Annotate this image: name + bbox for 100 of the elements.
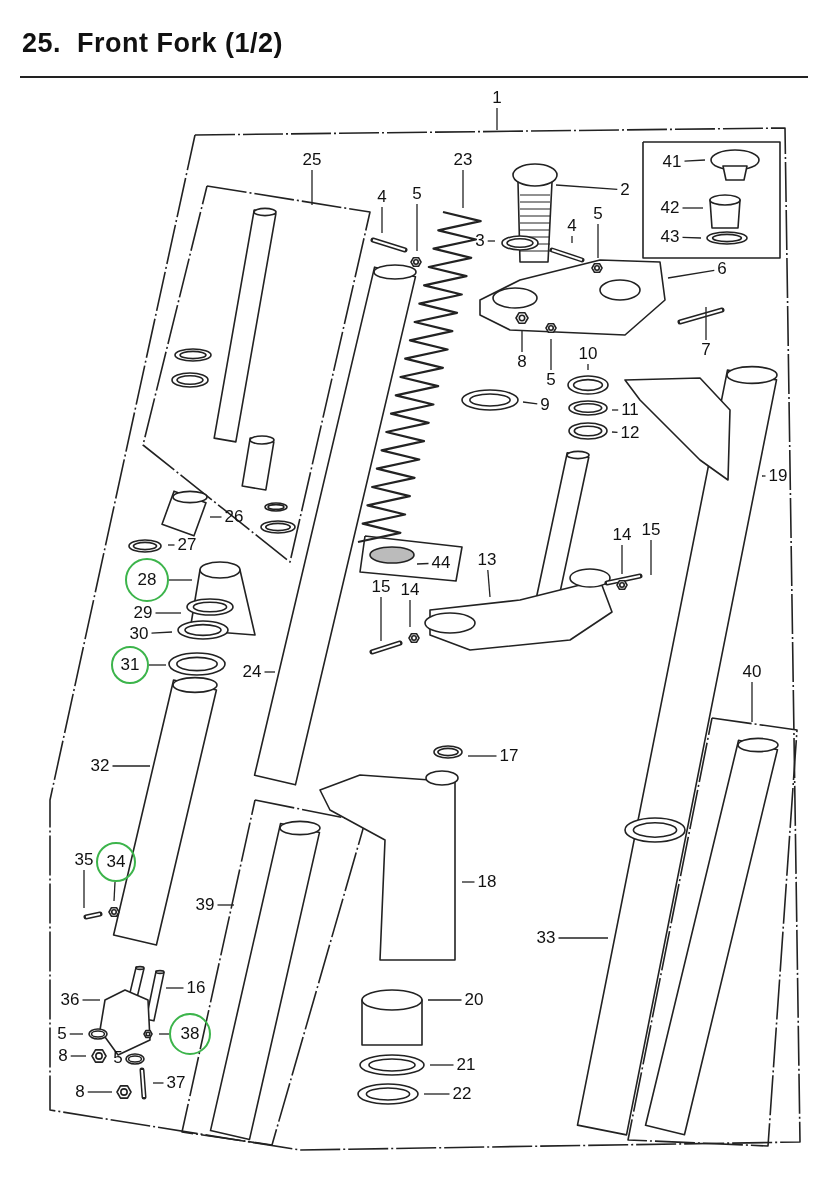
callout-number: 15 [370, 578, 392, 596]
callout-number: 14 [399, 581, 421, 599]
callout-number: 17 [498, 747, 520, 765]
leader-line [521, 329, 523, 353]
leader-line [381, 206, 383, 234]
leader-line [409, 599, 411, 628]
callout-number: 16 [185, 979, 207, 997]
leader-line [427, 999, 463, 1001]
callout-number: 38 [169, 1013, 211, 1055]
leader-line [380, 596, 382, 642]
leader-line [555, 184, 618, 191]
callout-number: 5 [592, 205, 604, 223]
leader-line [429, 1064, 455, 1066]
leader-line [751, 681, 753, 723]
leader-line [111, 765, 151, 767]
leader-line [681, 236, 702, 239]
callout-number: 29 [132, 604, 154, 622]
leader-line [209, 516, 223, 518]
leader-line [650, 539, 652, 576]
leader-line [152, 1082, 165, 1084]
callout-number: 8 [57, 1047, 69, 1065]
callout-number: 12 [619, 424, 641, 442]
callout-number: 3 [474, 232, 486, 250]
callout-number: 32 [89, 757, 111, 775]
leader-line [462, 169, 464, 209]
callout-number: 28 [125, 558, 169, 602]
callout-number: 20 [463, 991, 485, 1009]
callout-number: 24 [241, 663, 263, 681]
leader-line [148, 664, 167, 666]
callout-number: 42 [659, 199, 681, 217]
leader-line [611, 409, 619, 411]
callout-number: 35 [73, 851, 95, 869]
leader-line [165, 987, 185, 989]
callout-number: 43 [659, 228, 681, 246]
leader-line [70, 1055, 87, 1057]
callout-number: 1 [491, 89, 503, 107]
leader-line [597, 223, 599, 259]
callout-number: 10 [577, 345, 599, 363]
callout-number: 4 [566, 217, 578, 235]
leader-line [550, 338, 552, 371]
leader-line [467, 755, 498, 757]
leader-line [69, 1033, 84, 1035]
leader-line [311, 169, 313, 206]
leader-line [167, 544, 176, 546]
callout-number: 18 [476, 873, 498, 891]
leader-line [154, 612, 182, 614]
callout-number: 5 [411, 185, 423, 203]
callout-number: 4 [376, 188, 388, 206]
leader-line [416, 562, 430, 565]
callout-number: 5 [56, 1025, 68, 1043]
callout-number: 34 [96, 842, 136, 882]
leader-line [416, 203, 418, 252]
leader-line [216, 904, 235, 906]
leader-line [87, 1091, 113, 1093]
leader-line [113, 881, 116, 902]
callout-number: 23 [452, 151, 474, 169]
leader-line [683, 159, 706, 162]
callout-number: 2 [619, 181, 631, 199]
callout-number: 8 [74, 1083, 86, 1101]
callout-number: 37 [165, 1074, 187, 1092]
leader-line [487, 569, 491, 598]
leader-line [761, 475, 767, 477]
leader-line [522, 401, 538, 405]
callout-number: 30 [128, 625, 150, 643]
leader-line [681, 207, 704, 209]
leader-line [81, 999, 101, 1001]
callout-number: 9 [539, 396, 551, 414]
leader-line [461, 881, 476, 883]
callout-number: 5 [545, 371, 557, 389]
callout-number: 8 [516, 353, 528, 371]
callout-number: 13 [476, 551, 498, 569]
callout-number: 27 [176, 536, 198, 554]
callout-number: 14 [611, 526, 633, 544]
callout-number: 44 [430, 554, 452, 572]
callout-number: 41 [661, 153, 683, 171]
callout-number: 19 [767, 467, 789, 485]
leader-line [487, 240, 496, 242]
callout-number: 11 [620, 401, 640, 419]
callout-number: 5 [112, 1049, 124, 1067]
leader-line [150, 631, 173, 634]
leader-line [263, 671, 276, 673]
callout-number: 31 [111, 646, 149, 684]
leader-line [667, 269, 715, 279]
leader-line [496, 107, 498, 131]
callout-number: 15 [640, 521, 662, 539]
leader-line [423, 1093, 451, 1095]
leader-line [705, 306, 707, 341]
callout-number: 21 [455, 1056, 477, 1074]
callout-number: 33 [535, 929, 557, 947]
callout-number: 39 [194, 896, 216, 914]
page-title: 25. Front Fork (1/2) [22, 28, 284, 59]
callout-number: 40 [741, 663, 763, 681]
leader-line [168, 579, 193, 581]
leader-line [83, 869, 85, 909]
leader-line [611, 431, 619, 433]
callout-number: 25 [301, 151, 323, 169]
callout-number: 22 [451, 1085, 473, 1103]
callout-number: 36 [59, 991, 81, 1009]
leader-line [557, 937, 609, 939]
leader-line [571, 235, 573, 244]
